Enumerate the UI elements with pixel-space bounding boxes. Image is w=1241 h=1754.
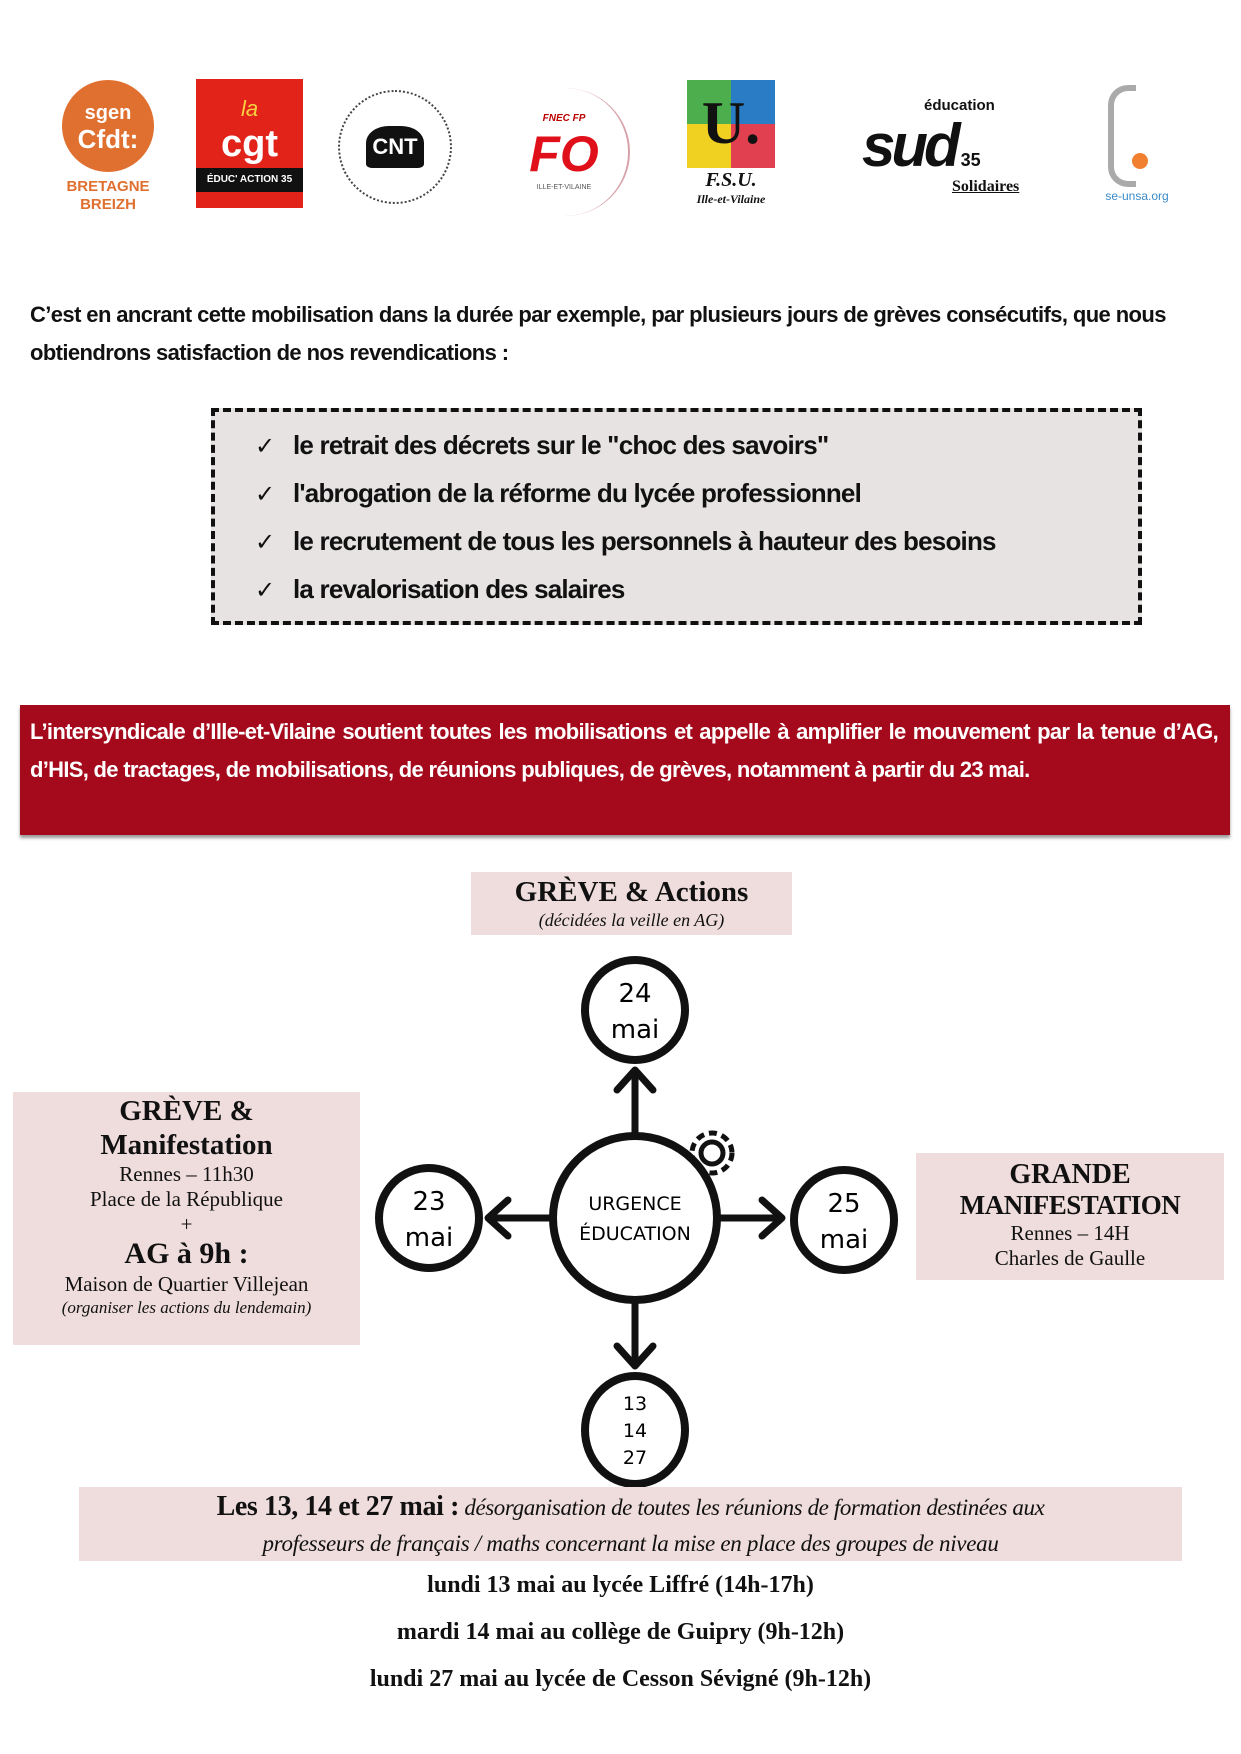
logo-text: 35 xyxy=(960,150,981,170)
logo-fsu: U. F.S.U. Ille-et-Vilaine xyxy=(685,76,777,211)
box-greve-manifestation: GRÈVE & Manifestation Rennes – 11h30 Pla… xyxy=(13,1092,360,1345)
logo-text: se-unsa.org xyxy=(1105,188,1169,203)
logo-text: cgt xyxy=(221,122,278,165)
demand-item: ✓ la revalorisation des salaires xyxy=(255,566,1138,614)
date-number: 13 xyxy=(623,1393,647,1415)
date-number: 25 xyxy=(827,1189,860,1219)
logo-text: FNEC FP xyxy=(542,112,586,124)
logo-cgt: la cgt ÉDUC' ACTION 35 xyxy=(196,79,303,208)
demands-box: ✓ le retrait des décrets sur le "choc des… xyxy=(211,408,1142,625)
logo-se-unsa: se-unsa.org xyxy=(1092,74,1182,214)
check-icon: ✓ xyxy=(255,480,276,508)
box-text: Charles de Gaulle xyxy=(994,1246,1146,1270)
date-month: mai xyxy=(820,1225,868,1255)
logo-sgen-cfdt: sgen Cfdt: BRETAGNE BREIZH xyxy=(58,62,158,232)
box-title: GRÈVE & Actions xyxy=(514,876,749,908)
demand-item: ✓ l'abrogation de la réforme du lycée pro… xyxy=(255,470,1138,518)
demand-item: ✓ le recrutement de tous les personnels à… xyxy=(255,518,1138,566)
check-icon: ✓ xyxy=(255,576,276,604)
gear-icon xyxy=(689,1130,735,1176)
date-circle-24 xyxy=(581,956,689,1064)
box-subtitle: (décidées la veille en AG) xyxy=(538,910,725,930)
date-number: 14 xyxy=(623,1420,647,1442)
date-circle-25 xyxy=(790,1166,898,1274)
box-greve-actions: GRÈVE & Actions (décidées la veille en A… xyxy=(471,872,792,935)
box-text: Rennes – 14H xyxy=(1010,1221,1130,1245)
check-icon: ✓ xyxy=(255,528,276,556)
session-line: lundi 27 mai au lycée de Cesson Sévigné … xyxy=(369,1666,872,1692)
box-title: MANIFESTATION xyxy=(959,1190,1181,1220)
box-title: GRANDE xyxy=(1009,1159,1131,1190)
center-label: ÉDUCATION xyxy=(579,1222,691,1245)
demand-text: le recrutement de tous les personnels à … xyxy=(293,526,997,556)
center-label: URGENCE xyxy=(588,1193,681,1215)
logo-text: éducation xyxy=(924,97,995,114)
box-formations: Les 13, 14 et 27 mai : désorganisation d… xyxy=(79,1487,1182,1561)
logo-text: BRETAGNE xyxy=(66,178,150,195)
demand-text: l'abrogation de la réforme du lycée prof… xyxy=(293,478,862,508)
logo-text: Ille-et-Vilaine xyxy=(696,192,766,206)
box-text: Rennes – 11h30 xyxy=(119,1162,254,1186)
logo-text: U. xyxy=(701,90,761,156)
arrow-right-head xyxy=(758,1196,786,1240)
logo-text: sgen xyxy=(84,102,132,124)
mobilisation-diagram: URGENCE ÉDUCATION 24 mai 23 mai 25 mai 1… xyxy=(375,956,898,1488)
session-line: mardi 14 mai au collège de Guipry (9h-12… xyxy=(396,1619,845,1645)
logo-text: CNT xyxy=(366,126,424,168)
intersyndicale-banner: L’intersyndicale d’Ille-et-Vilaine souti… xyxy=(20,705,1230,835)
logo-text: Cfdt: xyxy=(77,124,139,154)
session-line: lundi 13 mai au lycée Liffré (14h-17h) xyxy=(427,1572,814,1598)
logo-fo: FNEC FP FO ILLE-ET-VILAINE xyxy=(500,88,630,216)
box-title: AG à 9h : xyxy=(124,1237,249,1270)
date-month: mai xyxy=(611,1015,659,1045)
demand-text: le retrait des décrets sur le "choc des … xyxy=(293,430,829,460)
intro-paragraph: C’est en ancrant cette mobilisation dans… xyxy=(30,302,1166,365)
logo-text: sud xyxy=(862,112,961,179)
box-grande-manifestation: GRANDE MANIFESTATION Rennes – 14H Charle… xyxy=(916,1153,1224,1280)
date-circle-23 xyxy=(375,1164,483,1272)
logo-text: la xyxy=(240,95,259,121)
date-number: 24 xyxy=(618,979,651,1009)
box-text: + xyxy=(180,1212,193,1236)
date-number: 23 xyxy=(412,1187,445,1217)
arrow-left-head xyxy=(484,1196,512,1240)
logo-text: F.S.U. xyxy=(705,169,757,191)
box-text: désorganisation de toutes les réunions d… xyxy=(459,1495,1045,1520)
box-title: Les 13, 14 et 27 mai : xyxy=(216,1491,460,1522)
box-text: Place de la République xyxy=(89,1187,284,1211)
demand-text: la revalorisation des salaires xyxy=(293,574,625,604)
logo-text: Solidaires xyxy=(952,178,1020,195)
logo-text: FO xyxy=(529,125,599,182)
check-icon: ✓ xyxy=(255,432,276,460)
center-circle xyxy=(549,1132,721,1304)
logo-text: ÉDUC' ACTION 35 xyxy=(196,167,303,192)
box-text: Maison de Quartier Villejean xyxy=(64,1272,309,1296)
box-note: (organiser les actions du lendemain) xyxy=(61,1298,312,1317)
date-number: 27 xyxy=(623,1447,647,1469)
arrow-down-head xyxy=(613,1342,657,1370)
logo-text: ILLE-ET-VILAINE xyxy=(536,183,592,191)
arrow-up-head xyxy=(613,1066,657,1094)
box-title: Manifestation xyxy=(100,1129,273,1161)
date-month: mai xyxy=(405,1223,453,1253)
box-text: professeurs de français / maths concerna… xyxy=(262,1531,999,1556)
logo-cnt: CNT xyxy=(330,82,460,212)
demand-item: ✓ le retrait des décrets sur le "choc des… xyxy=(255,422,1138,470)
logo-text: BREIZH xyxy=(80,196,136,213)
date-circle-13-14-27 xyxy=(581,1372,689,1488)
box-title: GRÈVE & xyxy=(119,1095,254,1127)
